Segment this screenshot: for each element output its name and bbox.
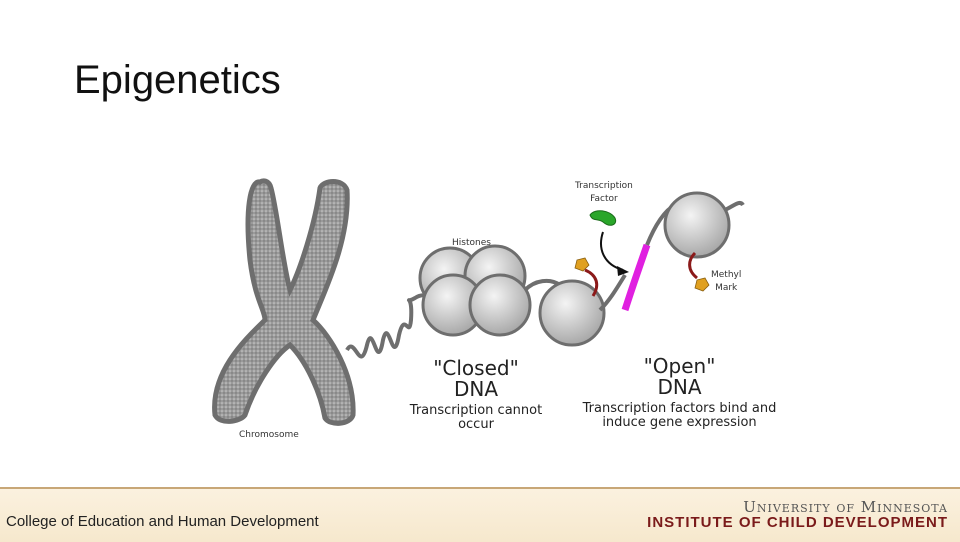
chromosome-label: Chromosome xyxy=(239,430,299,440)
transcription-factor-label: Transcription Factor xyxy=(575,180,633,206)
dna-strand xyxy=(345,293,452,359)
methyl-stem-right xyxy=(688,251,699,280)
closed-dna-title-line2: DNA xyxy=(453,377,499,401)
closed-dna-desc-line1: Transcription cannot xyxy=(409,403,543,418)
open-dna-desc-line2: induce gene expression xyxy=(602,415,757,430)
closed-dna-caption: "Closed" DNA Transcription cannot occur xyxy=(401,358,551,432)
transcription-factor-shape xyxy=(589,210,617,226)
open-dna-desc-line1: Transcription factors bind and xyxy=(582,401,777,416)
open-dna-title-line2: DNA xyxy=(657,375,702,399)
transcription-factor-label-line1: Transcription xyxy=(575,181,633,191)
closed-dna-title-line1: "Closed" xyxy=(433,356,519,380)
methyl-label-line1: Methyl xyxy=(711,270,742,280)
methyl-mark-left xyxy=(574,257,590,272)
institute-logo-text: INSTITUTE OF CHILD DEVELOPMENT xyxy=(647,514,948,531)
histone-open xyxy=(663,191,731,259)
binding-arrowhead xyxy=(617,266,629,276)
college-name: College of Education and Human Developme… xyxy=(6,513,319,530)
histone-cluster xyxy=(418,244,532,337)
open-dna-segment xyxy=(621,243,651,312)
dna-strand-end xyxy=(724,200,745,212)
methyl-mark-label: Methyl Mark xyxy=(711,269,741,295)
binding-arrow xyxy=(600,231,624,271)
dna-strand-open xyxy=(598,273,627,312)
footer-bar: College of Education and Human Developme… xyxy=(0,487,960,542)
histone-single xyxy=(538,279,606,347)
methyl-label-line2: Mark xyxy=(715,283,738,293)
closed-dna-desc-line2: occur xyxy=(458,417,494,432)
methyl-stem-left xyxy=(584,268,599,297)
university-logo-text: University of Minnesota xyxy=(743,498,948,516)
diagram-illustration xyxy=(212,178,745,426)
slide-title: Epigenetics xyxy=(74,58,281,102)
open-dna-title-line1: "Open" xyxy=(643,354,716,378)
histones-label: Histones xyxy=(452,238,491,248)
transcription-factor-label-line2: Factor xyxy=(590,194,618,204)
methyl-mark-right xyxy=(694,277,710,292)
epigenetics-diagram: Chromosome Histones Transcription Factor… xyxy=(205,170,805,455)
open-dna-caption: "Open" DNA Transcription factors bind an… xyxy=(577,356,782,430)
chromosome-shape xyxy=(212,178,356,426)
